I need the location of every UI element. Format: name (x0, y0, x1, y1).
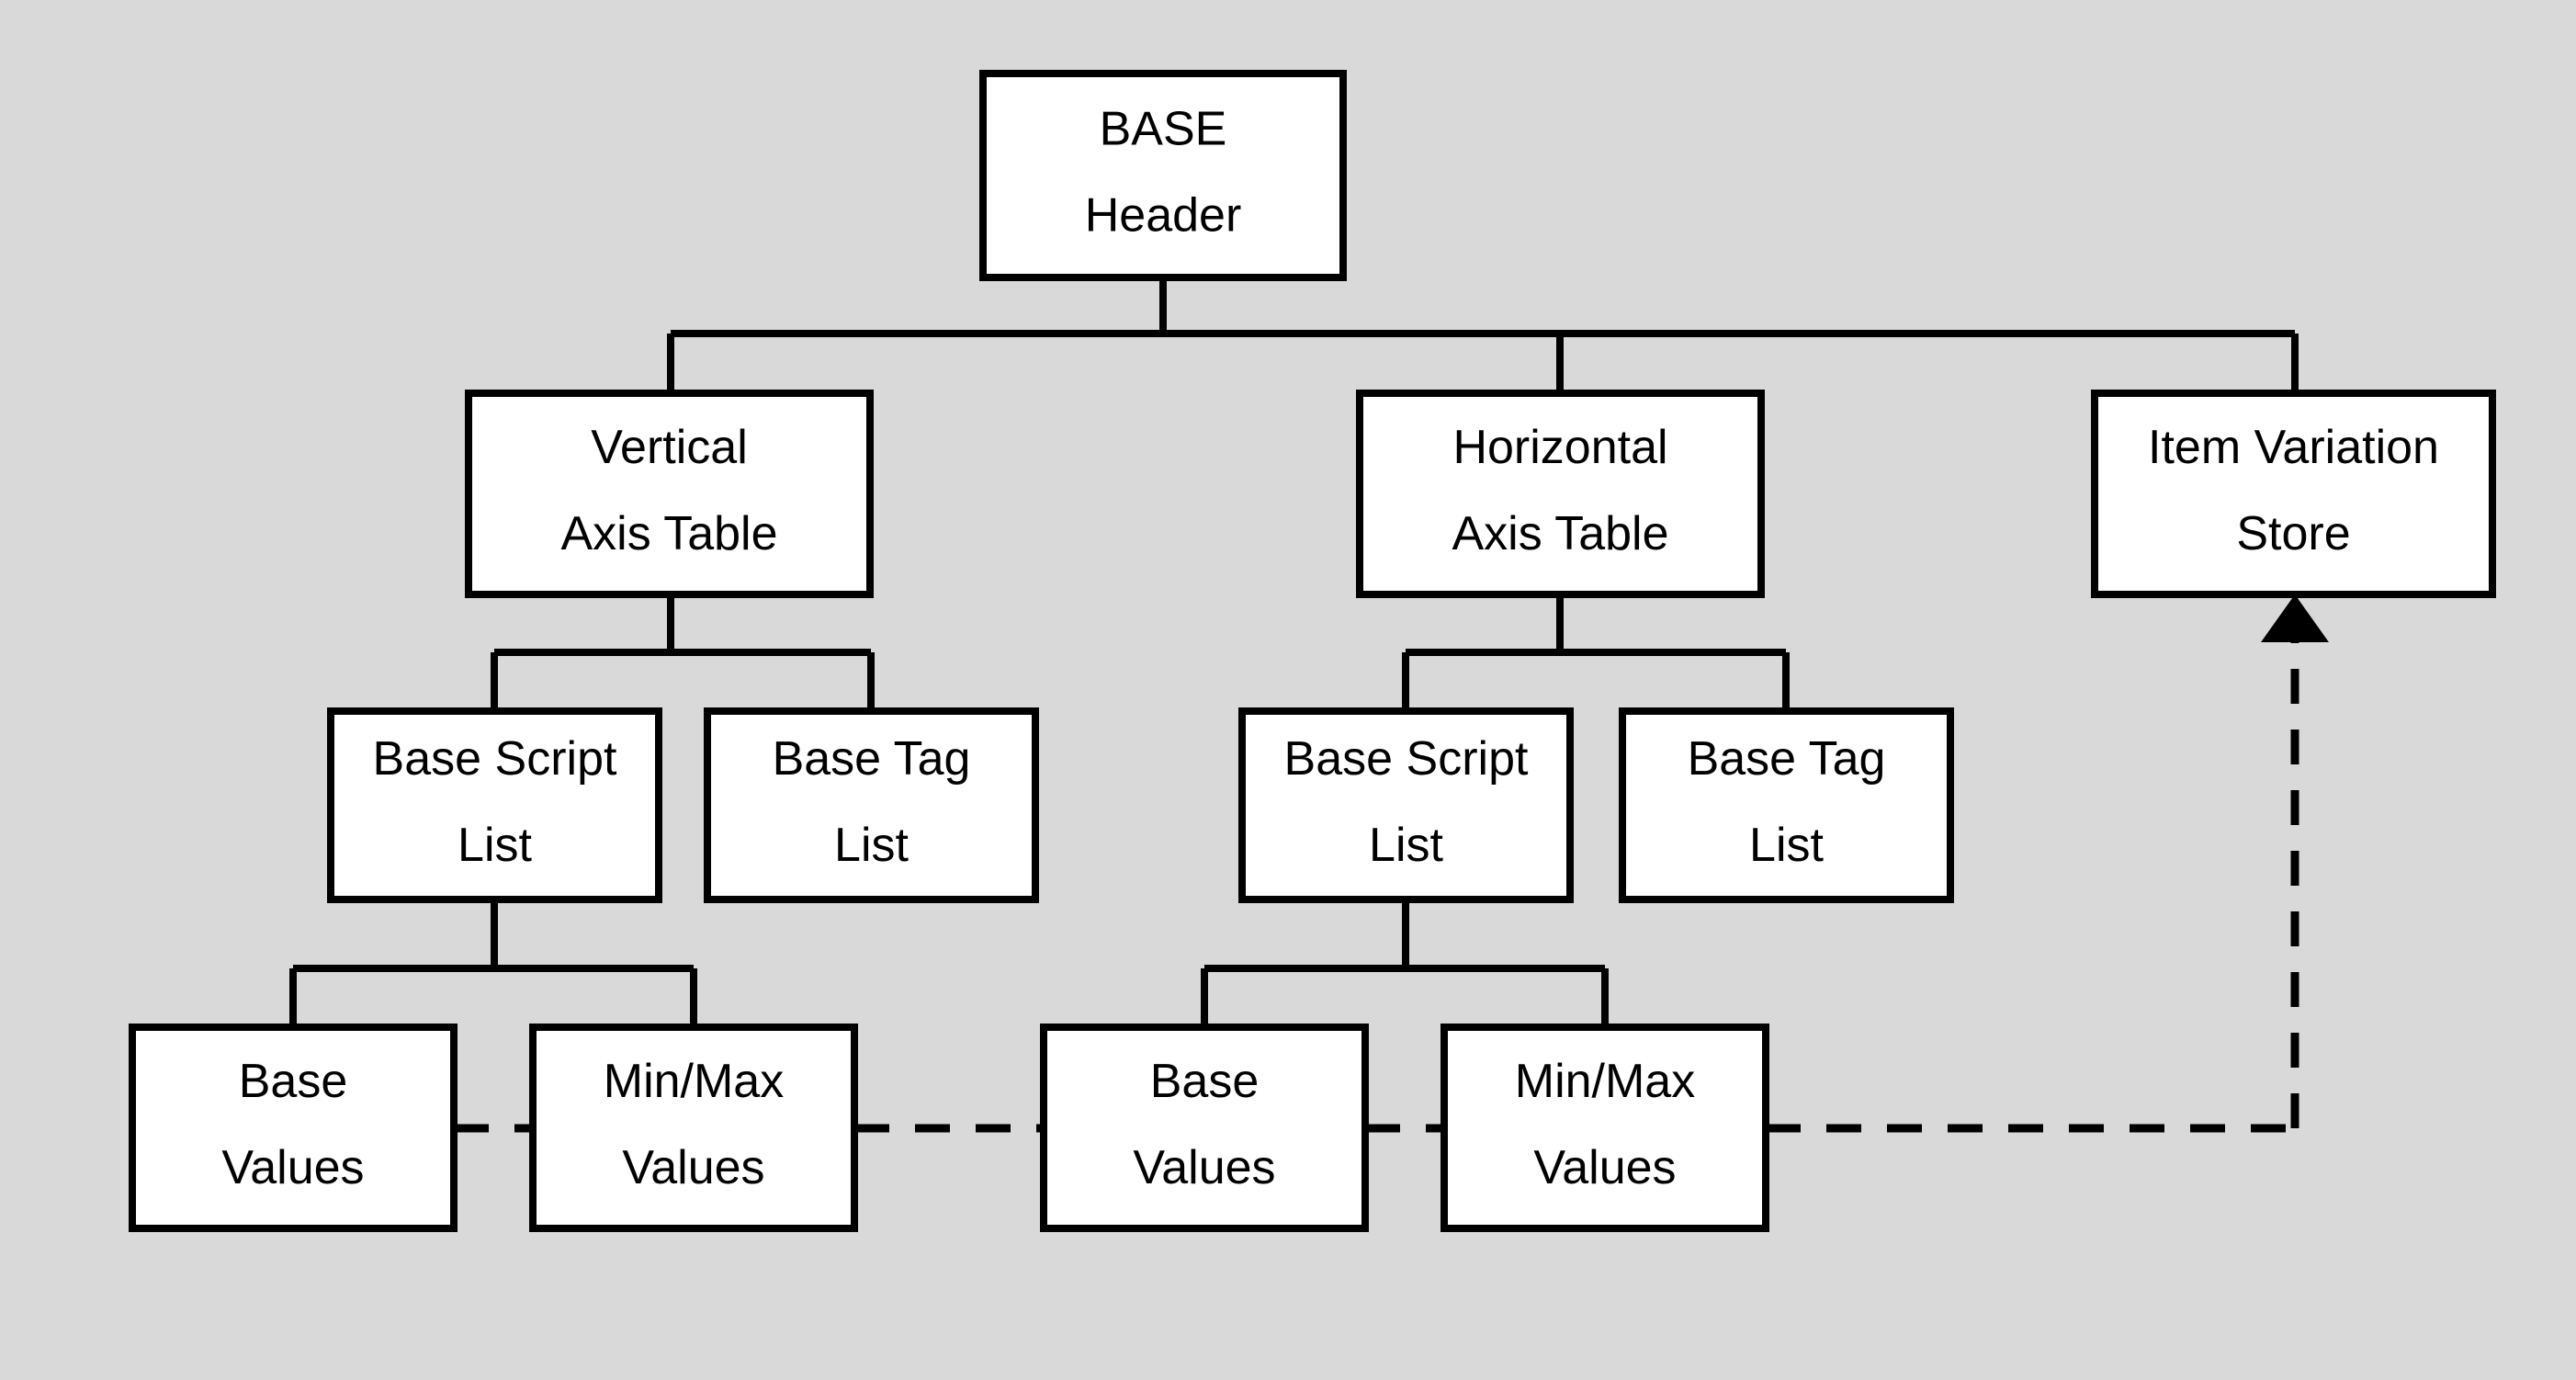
node-box[interactable] (1040, 1024, 1369, 1232)
node-box[interactable] (529, 1024, 858, 1232)
node-box[interactable] (2091, 390, 2496, 598)
node-box[interactable] (979, 70, 1347, 281)
solid-connector-group (289, 277, 2299, 1027)
node-box[interactable] (129, 1024, 458, 1232)
arrow-head-icon (2261, 594, 2329, 642)
node-box[interactable] (465, 390, 874, 598)
node-box[interactable] (1619, 707, 1954, 903)
node-box[interactable] (1441, 1024, 1769, 1232)
node-box[interactable] (327, 707, 662, 903)
node-box[interactable] (1356, 390, 1765, 598)
node-box[interactable] (1238, 707, 1574, 903)
dashed-connector-group (454, 634, 2299, 1133)
node-box[interactable] (704, 707, 1039, 903)
arrow-head-group (2261, 594, 2329, 642)
